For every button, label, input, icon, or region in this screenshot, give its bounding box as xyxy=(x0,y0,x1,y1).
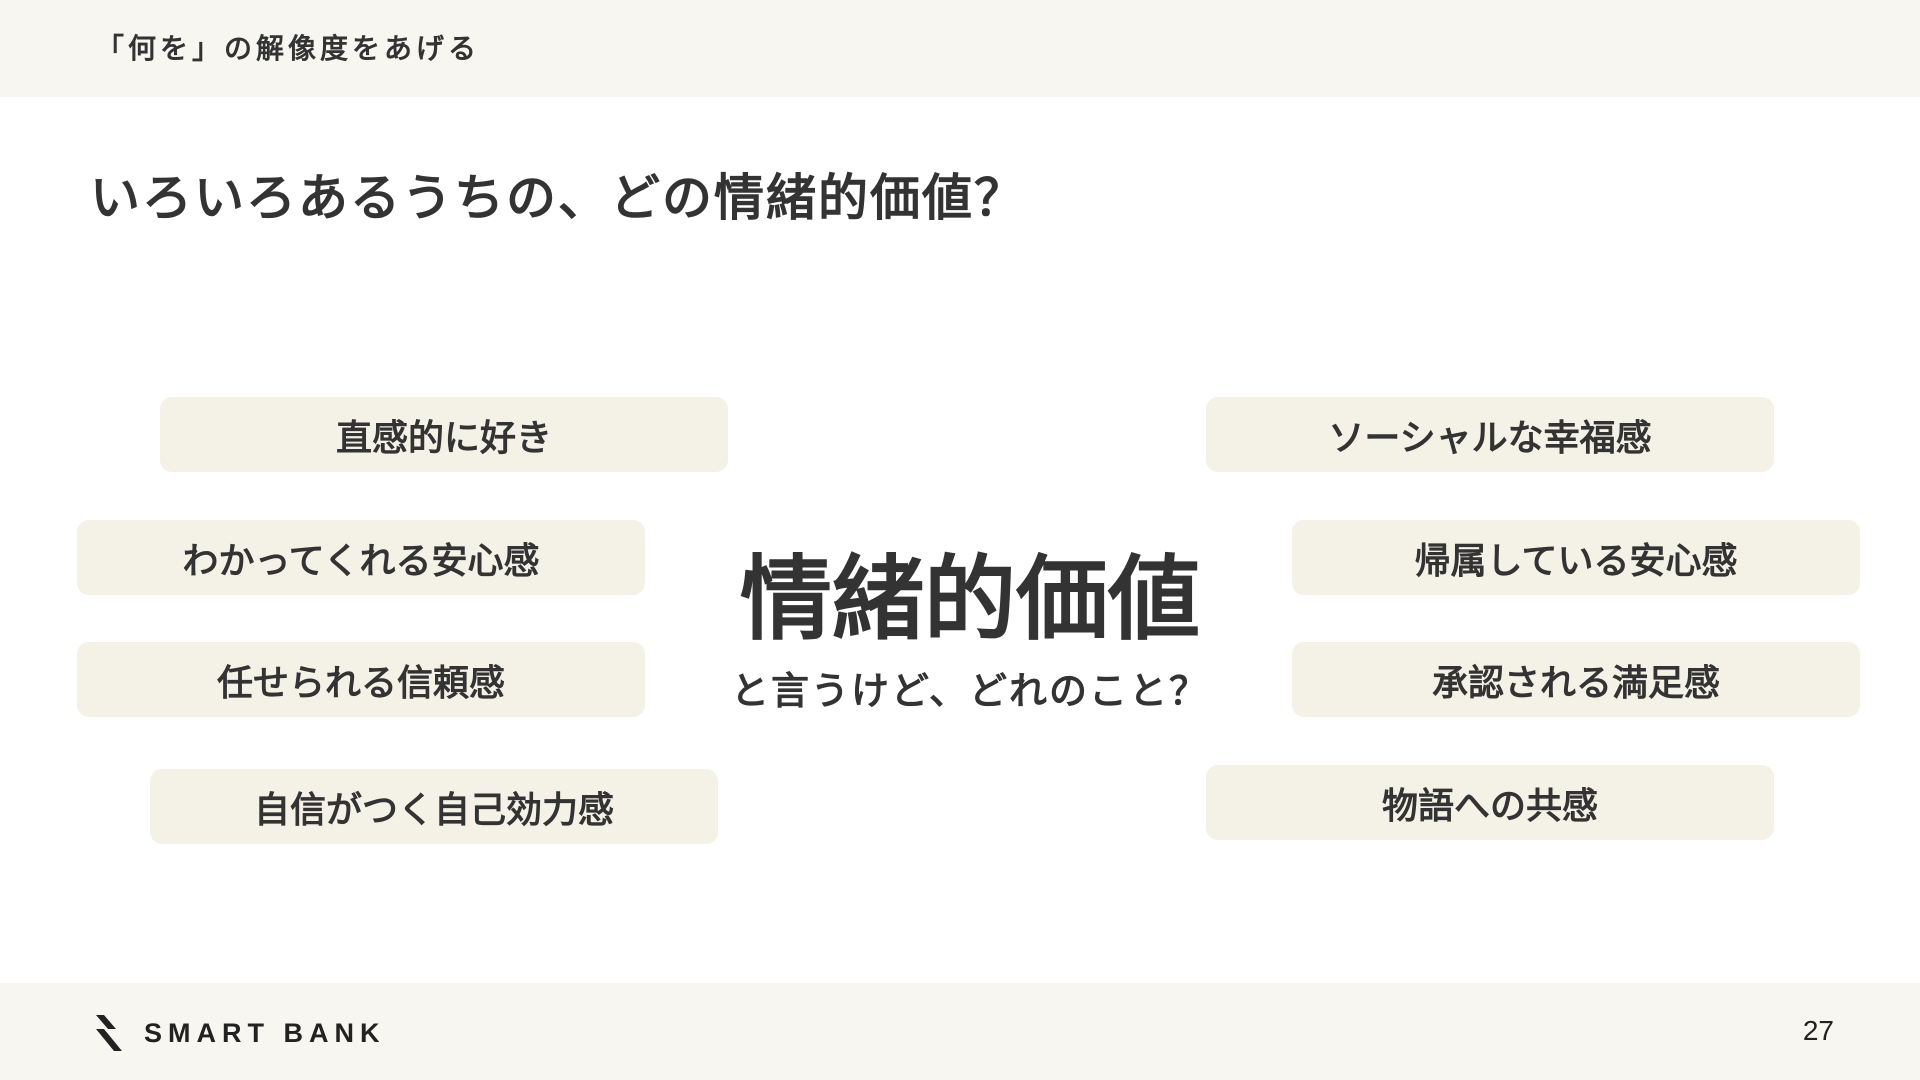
brand-logo-text: SMART BANK xyxy=(144,1017,386,1048)
breadcrumb: 「何を」の解像度をあげる xyxy=(96,32,481,65)
value-pill-story-empathy: 物語への共感 xyxy=(1206,765,1774,840)
page-title: いろいろあるうちの、どの情緒的価値？ xyxy=(90,169,1026,227)
footer-band xyxy=(0,983,1920,1080)
page-number: 27 xyxy=(1802,1015,1834,1046)
value-pill-belonging: 帰属している安心感 xyxy=(1292,520,1860,595)
value-pill-understood-reassurance: わかってくれる安心感 xyxy=(77,520,645,595)
value-pill-trust: 任せられる信頼感 xyxy=(77,642,645,717)
center-subheading: と言うけど、どれのこと？ xyxy=(730,669,1210,713)
smartbank-logo-icon xyxy=(96,1015,122,1051)
value-pill-recognition: 承認される満足感 xyxy=(1292,642,1860,717)
value-pill-intuitive-liking: 直感的に好き xyxy=(160,397,728,472)
value-pill-self-efficacy: 自信がつく自己効力感 xyxy=(150,769,718,844)
value-pill-social-happiness: ソーシャルな幸福感 xyxy=(1206,397,1774,472)
header-band xyxy=(0,0,1920,97)
brand-logo: SMART BANK xyxy=(92,1013,386,1053)
center-heading: 情緒的価値 xyxy=(740,546,1201,653)
